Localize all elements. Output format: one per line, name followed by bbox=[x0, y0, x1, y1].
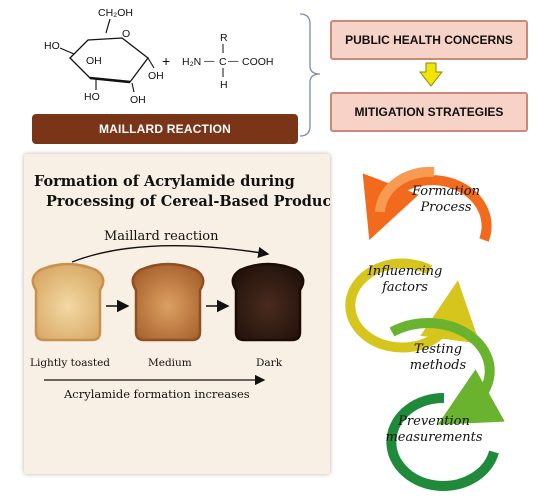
acrylamide-panel-graphic: Formation of Acrylamide during Processin… bbox=[30, 173, 346, 401]
bond-left: — bbox=[204, 55, 215, 67]
r-group: R bbox=[220, 32, 228, 44]
cycle-step-formation-process: Formation Process bbox=[411, 184, 480, 215]
bond-right: — bbox=[228, 55, 239, 67]
cycle-step-testing-methods: Testing methods bbox=[409, 342, 467, 373]
formation-label: Acrylamide formation increases bbox=[63, 387, 250, 401]
mitigation-box: MITIGATION STRATEGIES bbox=[330, 92, 528, 132]
toast-dark bbox=[231, 262, 305, 342]
cycle-step-prevention-measurements: Prevention measurements bbox=[385, 414, 483, 445]
toast-medium bbox=[131, 262, 205, 342]
ring-oxygen: O bbox=[122, 28, 130, 40]
cycle-ring-orange bbox=[362, 173, 492, 242]
cycle-ring-orange-top bbox=[375, 166, 435, 213]
glucose-structure: CH₂OH O HO OH HO OH OH bbox=[44, 7, 164, 106]
panel-title-line1: Formation of Acrylamide during bbox=[34, 173, 295, 190]
cycle-ring-dark-green bbox=[386, 392, 499, 491]
toast-label-dark: Dark bbox=[256, 357, 283, 369]
ho-bottom-label: HO bbox=[84, 91, 100, 103]
maillard-arrow-label: Maillard reaction bbox=[104, 229, 219, 244]
h-atom: H bbox=[220, 79, 228, 91]
mitigation-label: MITIGATION STRATEGIES bbox=[354, 105, 504, 119]
h2n-group: H₂N bbox=[182, 56, 201, 68]
maillard-reaction-bar: MAILLARD REACTION bbox=[32, 114, 298, 144]
toast-light bbox=[31, 262, 105, 342]
cooh-group: COOH bbox=[242, 56, 274, 68]
public-health-label: PUBLIC HEALTH CONCERNS bbox=[345, 33, 513, 47]
cycle-ring-green bbox=[389, 317, 505, 425]
panel-title-line2: Processing of Cereal-Based Products bbox=[46, 193, 330, 210]
acrylamide-panel: Formation of Acrylamide during Processin… bbox=[24, 154, 346, 474]
toast-label-medium: Medium bbox=[148, 357, 192, 369]
oh-bottom-right-label: OH bbox=[130, 94, 146, 106]
cycle-step-influencing-factors: Influencing factors bbox=[367, 264, 443, 295]
toast-label-light: Lightly toasted bbox=[30, 357, 110, 369]
maillard-curved-arrow bbox=[71, 244, 270, 263]
yellow-down-arrow bbox=[418, 62, 444, 87]
ho-left-label: HO bbox=[44, 40, 60, 52]
oh-inner-label: OH bbox=[86, 55, 102, 67]
public-health-box: PUBLIC HEALTH CONCERNS bbox=[330, 20, 528, 60]
cycle-diagram: Formation Process Influencing factors Te… bbox=[345, 166, 505, 491]
maillard-reaction-label: MAILLARD REACTION bbox=[98, 122, 232, 136]
amino-acid-structure: + R H₂N — C — COOH H bbox=[162, 32, 274, 91]
cycle-ring-yellow bbox=[345, 258, 480, 353]
alpha-carbon: C bbox=[219, 56, 227, 68]
oh-right-label: OH bbox=[148, 70, 164, 82]
ch2oh-label: CH₂OH bbox=[98, 7, 133, 19]
plus-sign: + bbox=[162, 53, 170, 69]
bracket bbox=[299, 13, 321, 137]
